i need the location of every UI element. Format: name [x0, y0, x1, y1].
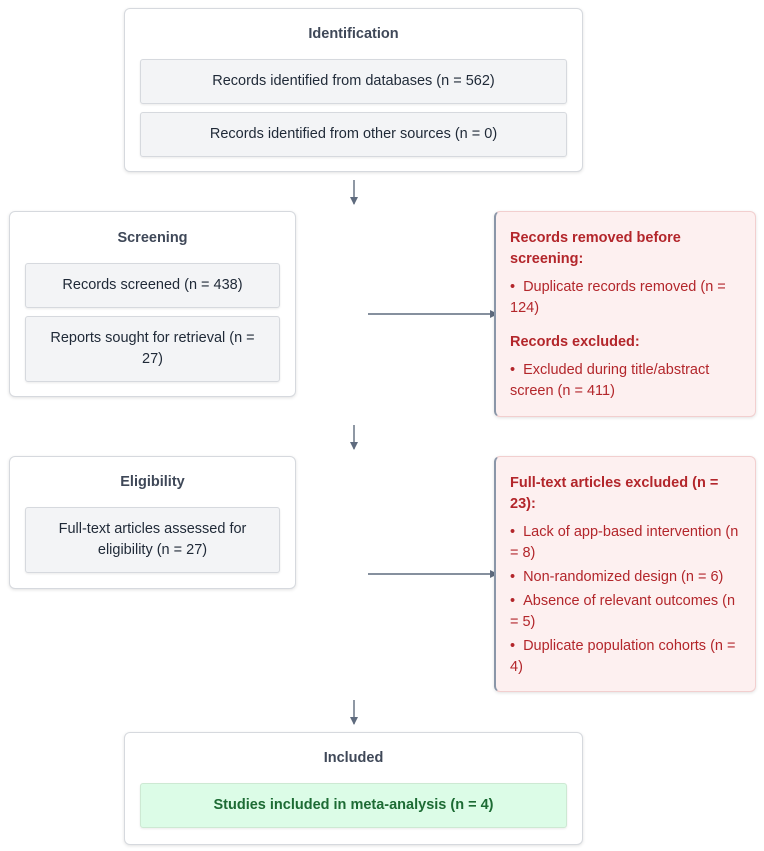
included-title: Included	[323, 750, 384, 766]
identification-title: Identification	[308, 26, 399, 42]
records-removed-list: •Duplicate records removed (n = 124)	[510, 277, 741, 319]
studies-included-box: Studies included in meta-analysis (n = 4…	[140, 783, 567, 828]
list-item: •Duplicate records removed (n = 124)	[510, 279, 726, 316]
screening-stage: Screening Records screened (n = 438) Rep…	[9, 211, 296, 397]
list-item: •Excluded during title/abstract screen (…	[510, 362, 710, 399]
list-item: •Duplicate population cohorts (n = 4)	[510, 638, 736, 675]
list-item: •Absence of relevant outcomes (n = 5)	[510, 593, 736, 630]
records-removed-heading: Records removed before screening:	[510, 230, 681, 267]
records-from-other-sources-box: Records identified from other sources (n…	[140, 112, 567, 157]
records-screened-box: Records screened (n = 438)	[25, 263, 280, 308]
screening-title: Screening	[117, 230, 188, 246]
list-item: •Non-randomized design (n = 6)	[510, 569, 724, 585]
reports-sought-box: Reports sought for retrieval (n = 27)	[25, 316, 280, 382]
list-item: •Lack of app-based intervention (n = 8)	[510, 524, 739, 561]
full-text-exclusions-box: Full-text articles excluded (n = 23): •L…	[494, 456, 756, 692]
full-text-excluded-heading: Full-text articles excluded (n = 23):	[510, 475, 719, 512]
records-excluded-list: •Excluded during title/abstract screen (…	[510, 360, 741, 402]
records-from-databases-box: Records identified from databases (n = 5…	[140, 59, 567, 104]
included-stage: Included Studies included in meta-analys…	[124, 732, 583, 845]
full-text-assessed-box: Full-text articles assessed for eligibil…	[25, 507, 280, 573]
eligibility-title: Eligibility	[120, 474, 185, 490]
screening-exclusions-box: Records removed before screening: •Dupli…	[494, 211, 756, 417]
eligibility-stage: Eligibility Full-text articles assessed …	[9, 456, 296, 589]
identification-stage: Identification Records identified from d…	[124, 8, 583, 172]
full-text-excluded-list: •Lack of app-based intervention (n = 8) …	[510, 522, 741, 678]
records-excluded-heading: Records excluded:	[510, 334, 640, 350]
